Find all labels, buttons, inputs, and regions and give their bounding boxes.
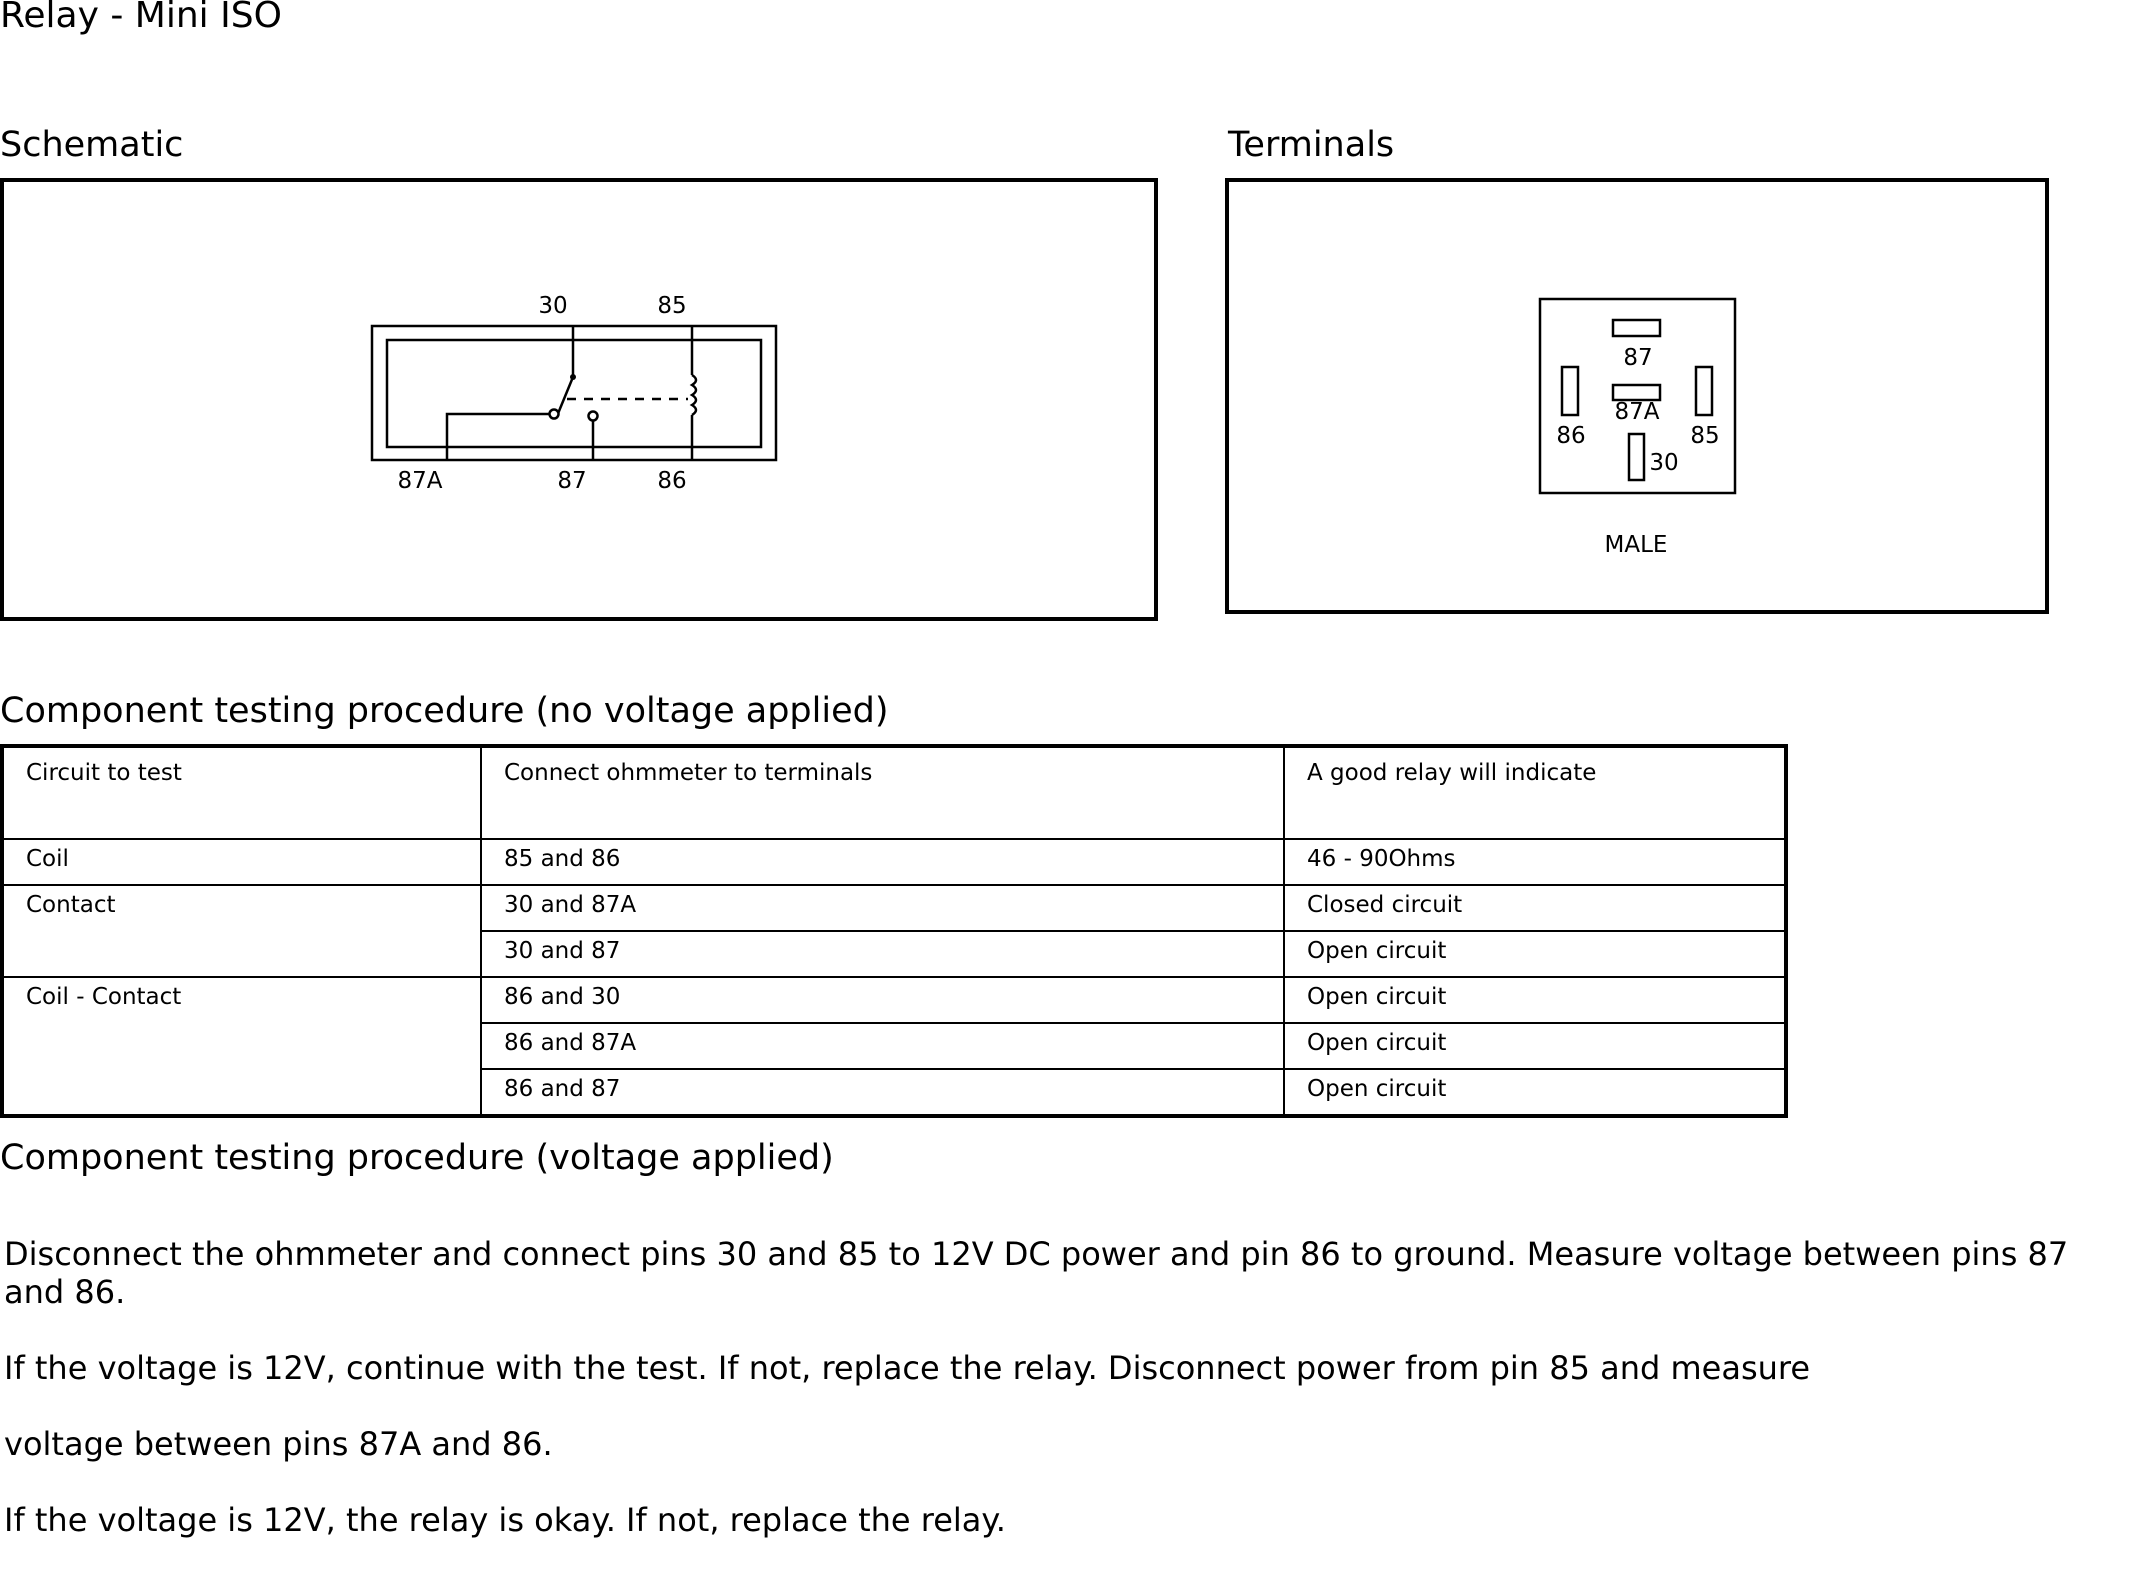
voltage-test-instructions: Disconnect the ohmmeter and connect pins… (4, 1197, 2124, 1577)
pin-87 (1611, 318, 1662, 338)
schematic-panel: 30 85 87A 87 86 (0, 178, 1158, 621)
table-row: 86 and 87 Open circuit (2, 1069, 1787, 1117)
label-86: 86 (657, 468, 686, 494)
terminals-heading: Terminals (1228, 125, 1395, 165)
pin-86 (1560, 365, 1580, 417)
pin-label-87a: 87A (1614, 399, 1659, 425)
cell-result: Open circuit (1284, 977, 1787, 1024)
cell-result: Closed circuit (1284, 885, 1787, 932)
col-header-terminals: Connect ohmmeter to terminals (481, 746, 1285, 840)
label-87: 87 (557, 468, 586, 494)
table-row: Coil - Contact 86 and 30 Open circuit (2, 977, 1787, 1024)
table-row: 30 and 87 Open circuit (2, 931, 1787, 978)
no-voltage-test-table: Circuit to test Connect ohmmeter to term… (0, 744, 1788, 1118)
cell-result: Open circuit (1284, 931, 1787, 978)
pin-label-87: 87 (1623, 345, 1652, 371)
cell-circuit (2, 1023, 482, 1069)
switch-arm (555, 376, 575, 417)
cell-circuit: Contact (2, 885, 482, 931)
instruction-line: voltage between pins 87A and 86. (4, 1425, 553, 1463)
pin-label-85: 85 (1690, 423, 1719, 449)
label-87a: 87A (397, 468, 442, 494)
cell-terminals: 86 and 30 (481, 977, 1285, 1024)
table-row: Coil 85 and 86 46 - 90Ohms (2, 839, 1787, 886)
no-voltage-heading: Component testing procedure (no voltage … (0, 691, 889, 731)
label-30: 30 (538, 293, 567, 319)
pin-87a (1611, 383, 1662, 402)
cell-terminals: 86 and 87A (481, 1023, 1285, 1070)
cell-terminals: 30 and 87 (481, 931, 1285, 978)
table-header-row: Circuit to test Connect ohmmeter to term… (2, 746, 1787, 840)
col-header-circuit: Circuit to test (2, 746, 482, 840)
contact-87-point (587, 410, 599, 422)
page-title: Relay - Mini ISO (0, 0, 282, 36)
pin-30 (1627, 432, 1646, 482)
instruction-line: Disconnect the ohmmeter and connect pins… (4, 1235, 2069, 1311)
cell-circuit: Coil - Contact (2, 977, 482, 1023)
lead-87a (445, 412, 554, 460)
schematic-heading: Schematic (0, 125, 184, 165)
pin-label-30: 30 (1649, 450, 1678, 476)
label-85: 85 (657, 293, 686, 319)
connector-gender-caption: MALE (1605, 532, 1668, 558)
table-row: 86 and 87A Open circuit (2, 1023, 1787, 1070)
terminals-panel: 87 87A 86 85 30 MALE (1225, 178, 2049, 614)
col-header-result: A good relay will indicate (1284, 746, 1787, 840)
cell-result: Open circuit (1284, 1069, 1787, 1117)
contact-30-point (570, 374, 576, 380)
relay-terminal-layout: 87 87A 86 85 30 MALE (1538, 297, 1737, 558)
contact-87a-point (548, 408, 560, 420)
cell-result: 46 - 90Ohms (1284, 839, 1787, 886)
relay-schematic-diagram: 30 85 87A 87 86 (370, 293, 778, 494)
voltage-applied-heading: Component testing procedure (voltage app… (0, 1138, 834, 1178)
cell-terminals: 30 and 87A (481, 885, 1285, 932)
instruction-line: If the voltage is 12V, the relay is okay… (4, 1501, 1006, 1539)
table-row: Contact 30 and 87A Closed circuit (2, 885, 1787, 932)
cell-result: Open circuit (1284, 1023, 1787, 1070)
relay-base (1538, 297, 1737, 495)
cell-circuit (2, 931, 482, 978)
cell-circuit: Coil (2, 839, 482, 886)
cell-circuit (2, 1069, 482, 1117)
coil-symbol (689, 373, 698, 417)
instruction-line: If the voltage is 12V, continue with the… (4, 1349, 1811, 1387)
cell-terminals: 85 and 86 (481, 839, 1285, 886)
cell-terminals: 86 and 87 (481, 1069, 1285, 1117)
pin-label-86: 86 (1556, 423, 1585, 449)
pin-85 (1694, 365, 1714, 417)
